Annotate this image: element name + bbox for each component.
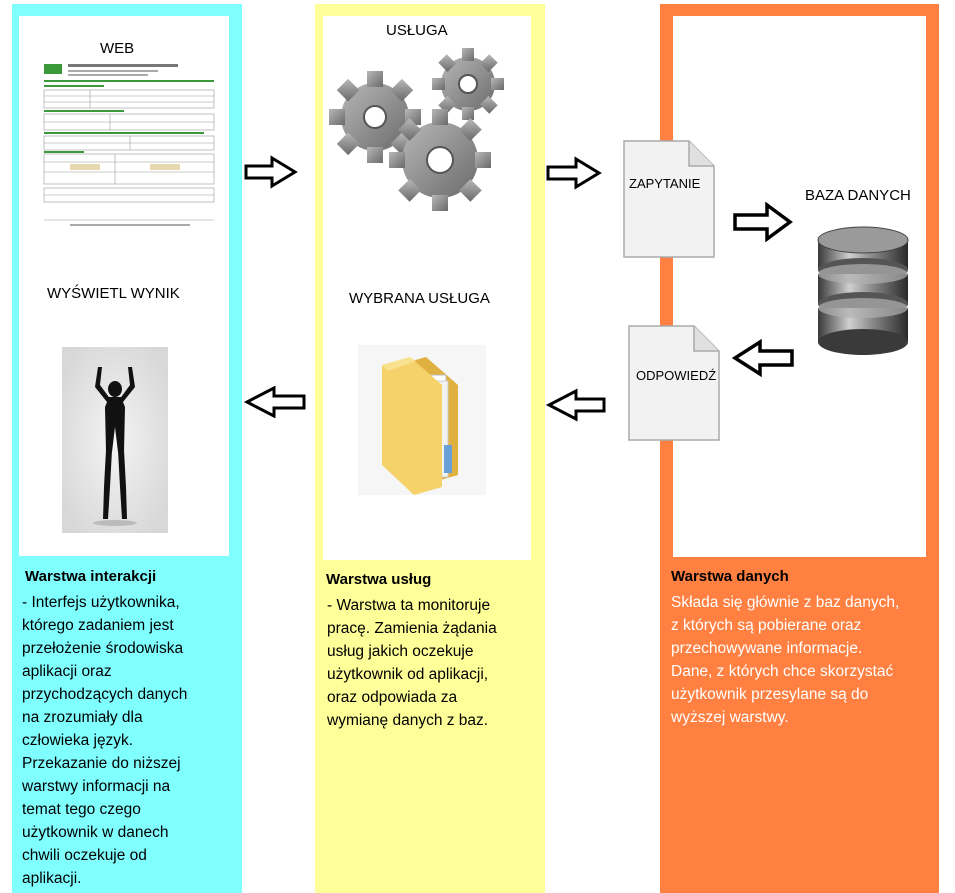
show-result-label: WYŚWIETL WYNIK [47,285,180,302]
interaction-layer-title: Warstwa interakcji [25,568,157,585]
gears-icon [329,48,504,211]
arrow-left-icon [546,388,606,422]
database-label: BAZA DANYCH [805,187,911,204]
answer-document-icon [628,325,720,441]
query-document-icon [623,140,715,258]
web-form-thumbnail [40,60,218,232]
data-layer-column [660,4,939,893]
answer-label: ODPOWIEDŹ [636,368,717,383]
folder-icon [358,345,486,495]
person-silhouette [62,347,168,533]
services-layer-title: Warstwa usług [326,571,432,588]
database-icon [817,226,909,355]
web-label: WEB [100,40,135,57]
chosen-service-label: WYBRANA USŁUGA [349,290,490,307]
query-label: ZAPYTANIE [629,176,701,191]
services-layer-description: - Warstwa ta monitoruje pracę. Zamienia … [327,597,497,729]
arrow-left-icon [244,386,306,418]
data-layer-description: Składa się głównie z baz danych, z który… [671,594,900,726]
arrow-left-icon [732,339,794,377]
data-layer-title: Warstwa danych [671,568,789,585]
arrow-right-icon [733,202,793,242]
service-label: USŁUGA [386,22,448,39]
services-layer-column [315,4,545,893]
arrow-right-icon [244,155,298,189]
interaction-layer-description: - Interfejs użytkownika, którego zadanie… [22,594,188,887]
arrow-right-icon [546,156,602,190]
